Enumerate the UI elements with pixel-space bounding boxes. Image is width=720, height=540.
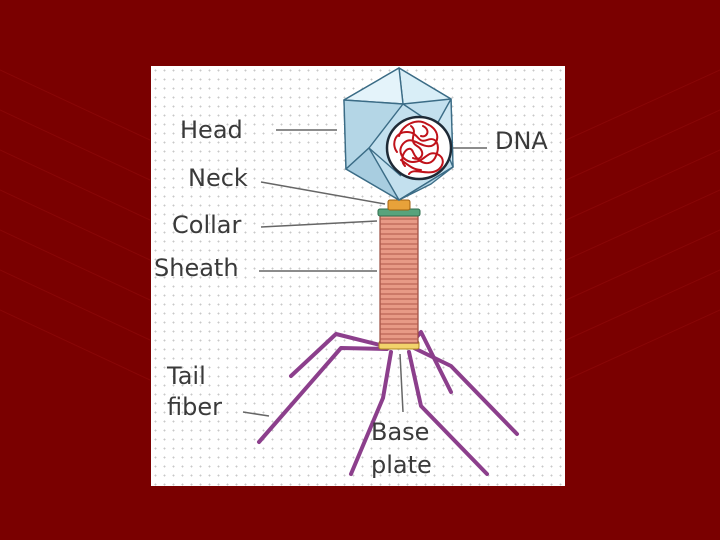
leader-lines [242, 129, 487, 417]
label-dna: DNA [495, 127, 548, 155]
tail-fiber [412, 346, 519, 436]
label-base-plate-line2: plate [371, 451, 432, 479]
label-base-plate-line1: Base [371, 418, 430, 446]
bacteriophage-diagram: Head Neck Collar Sheath Tail fiber DNA B… [151, 66, 565, 486]
phage-illustration [242, 67, 519, 476]
tail-fiber [349, 350, 393, 476]
tail-fiber [257, 346, 389, 444]
tail-fiber [289, 332, 386, 378]
label-neck: Neck [188, 164, 248, 192]
label-head: Head [180, 116, 243, 144]
dna-strand [385, 115, 453, 181]
label-tail-fiber-line2: fiber [167, 393, 222, 421]
sheath [379, 214, 419, 344]
label-sheath: Sheath [154, 254, 239, 282]
tail-fiber [407, 350, 489, 476]
label-tail-fiber-line1: Tail [167, 362, 206, 390]
label-collar: Collar [172, 211, 242, 239]
neck-leader-line [260, 181, 386, 205]
tail-fiber-leader-line [242, 411, 270, 417]
neck [387, 199, 411, 211]
base-plate-leader-line [399, 353, 404, 413]
collar-leader-line [260, 220, 378, 228]
